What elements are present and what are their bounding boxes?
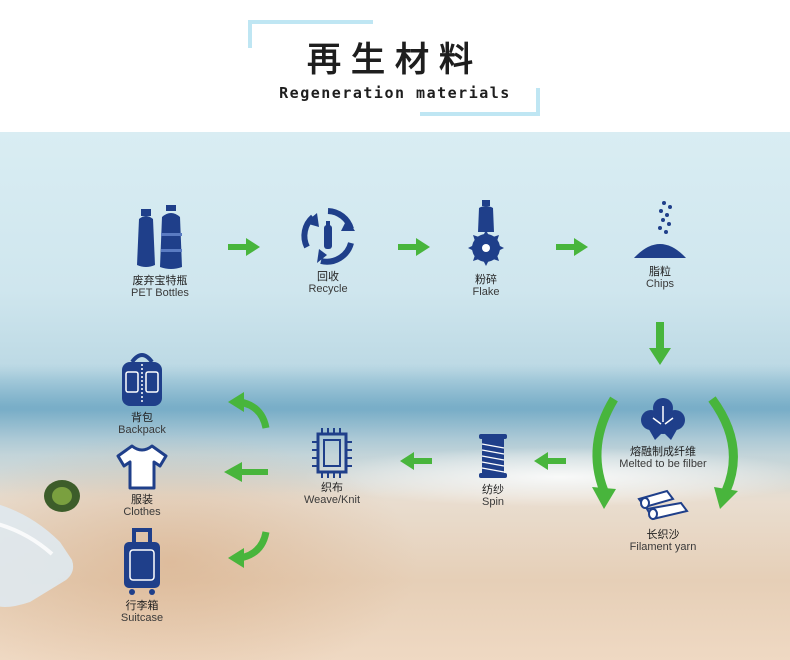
product-label-cn: 行李箱 bbox=[125, 599, 159, 612]
arrow-to-backpack-icon bbox=[228, 392, 270, 429]
yarn-rolls-icon bbox=[637, 489, 689, 521]
header: 再生材料 Regeneration materials bbox=[0, 0, 790, 132]
step-label-en: Recycle bbox=[308, 283, 348, 295]
page-subtitle: Regeneration materials bbox=[279, 84, 511, 102]
arrow-right-icon bbox=[556, 238, 588, 256]
arrow-left-icon bbox=[400, 452, 432, 470]
step-label-cn: 织布 bbox=[321, 481, 343, 494]
step-label-en: Melted to be filber bbox=[619, 458, 707, 470]
step-label-cn: 粉碎 bbox=[475, 273, 497, 286]
step-label-en: Spin bbox=[481, 496, 505, 508]
frame-line-bottom bbox=[420, 112, 540, 116]
step-flake: 粉碎 Flake bbox=[426, 200, 546, 299]
step-label-cn: 回收 bbox=[317, 270, 339, 283]
spool-icon bbox=[479, 434, 507, 478]
step-label-cn: 长织沙 bbox=[646, 528, 680, 541]
step-label-cn: 熔融制成纤维 bbox=[630, 445, 696, 458]
page-title: 再生材料 bbox=[307, 40, 483, 80]
step-filament-yarn: 长织沙 Filament yarn bbox=[603, 485, 723, 554]
step-label-en: PET Bottles bbox=[131, 287, 189, 299]
arrow-right-icon bbox=[228, 238, 260, 256]
chips-pile-icon bbox=[634, 201, 686, 258]
beach-bottle-image bbox=[0, 480, 80, 607]
arrow-to-suitcase-icon bbox=[228, 531, 270, 568]
product-label-cn: 服装 bbox=[131, 493, 153, 506]
step-label-cn: 纺纱 bbox=[482, 483, 504, 496]
product-label-cn: 背包 bbox=[131, 411, 153, 424]
suitcase-icon bbox=[124, 528, 160, 595]
fabric-icon bbox=[312, 428, 352, 478]
recycle-icon bbox=[301, 208, 355, 265]
backpack-icon bbox=[122, 353, 162, 406]
product-clothes: 服装 Clothes bbox=[82, 444, 202, 519]
step-label-en: Filament yarn bbox=[629, 541, 697, 553]
product-label-en: Clothes bbox=[123, 506, 161, 518]
product-suitcase: 行李箱 Suitcase bbox=[82, 528, 202, 625]
bottles-icon bbox=[137, 205, 182, 269]
tshirt-icon bbox=[116, 444, 168, 490]
step-label-en: Weave/Knit bbox=[303, 494, 361, 506]
saw-blade-icon bbox=[468, 200, 504, 266]
step-spin: 纺纱 Spin bbox=[433, 432, 553, 509]
frame-line-left bbox=[248, 20, 252, 48]
step-weave-knit: 织布 Weave/Knit bbox=[272, 428, 392, 507]
arrow-right-icon bbox=[398, 238, 430, 256]
curved-arrow-left-icon bbox=[592, 396, 618, 509]
step-label-en: Chips bbox=[645, 278, 675, 290]
step-recycle: 回收 Recycle bbox=[268, 205, 388, 296]
step-label-cn: 废弃宝特瓶 bbox=[132, 274, 188, 287]
product-label-en: Backpack bbox=[118, 424, 166, 436]
arrow-left-icon bbox=[534, 452, 566, 470]
cotton-icon bbox=[641, 398, 685, 440]
product-backpack: 背包 Backpack bbox=[82, 350, 202, 437]
frame-line-top bbox=[248, 20, 373, 24]
step-chips: 脂粒 Chips bbox=[600, 200, 720, 291]
arrow-to-clothes-icon bbox=[224, 462, 268, 482]
step-label-en: Flake bbox=[472, 286, 500, 298]
step-pet-bottles: 废弃宝特瓶 PET Bottles bbox=[100, 205, 220, 300]
curved-arrow-right-icon bbox=[708, 396, 738, 509]
step-label-cn: 脂粒 bbox=[649, 265, 671, 278]
arrow-down-icon bbox=[649, 322, 671, 365]
product-label-en: Suitcase bbox=[120, 612, 164, 624]
step-melted-fiber: 熔融制成纤维 Melted to be filber bbox=[603, 396, 723, 471]
frame-line-right bbox=[536, 88, 540, 116]
